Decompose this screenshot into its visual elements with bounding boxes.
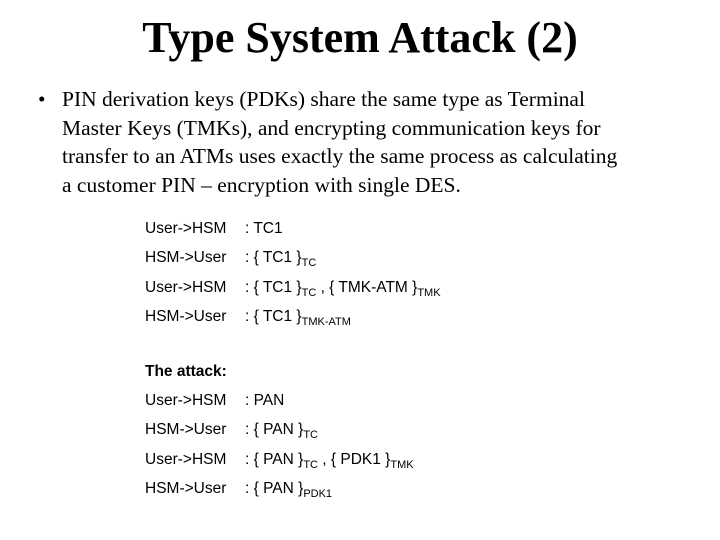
bullet-line: transfer to an ATMs uses exactly the sam… — [62, 144, 618, 169]
protocol-sender: HSM->User — [145, 249, 227, 267]
protocol-message: : { TC1 }TC — [245, 249, 317, 270]
slide-title: Type System Attack (2) — [142, 13, 578, 62]
key-subscript: TMK-ATM — [301, 316, 351, 329]
protocol-sender: HSM->User — [145, 421, 227, 439]
key-subscript: PDK1 — [303, 488, 333, 501]
attack-heading: The attack: — [145, 363, 227, 380]
bullet-marker: • — [38, 87, 46, 111]
protocol-row: HSM->User : { TC1 }TMK-ATM — [145, 307, 441, 336]
protocol-message: : { PAN }TC , { PDK1 }TMK — [245, 450, 414, 471]
protocol-row: HSM->User : { PAN }TC — [145, 420, 414, 449]
protocol-row: HSM->User : { TC1 }TC — [145, 248, 441, 277]
protocol-row: HSM->User : { PAN }PDK1 — [145, 479, 414, 508]
bullet-paragraph: PIN derivation keys (PDKs) share the sam… — [62, 85, 712, 199]
protocol-sender: User->HSM — [145, 392, 227, 409]
message-text: : { TC1 } — [245, 308, 302, 326]
key-subscript: TC — [303, 458, 318, 471]
message-text: : { PAN } — [245, 421, 304, 439]
bullet-line: Master Keys (TMKs), and encrypting commu… — [62, 115, 601, 140]
key-subscript: TC — [303, 429, 318, 442]
message-text: : { TC1 } — [245, 249, 302, 267]
protocol-sender: HSM->User — [145, 308, 227, 326]
protocol-sender: HSM->User — [145, 480, 227, 498]
protocol-row: User->HSM : { TC1 }TC , { TMK-ATM }TMK — [145, 278, 441, 307]
bullet-line: a customer PIN – encryption with single … — [62, 172, 461, 197]
protocol-row: User->HSM : { PAN }TC , { PDK1 }TMK — [145, 450, 414, 479]
protocol-message: : { TC1 }TC , { TMK-ATM }TMK — [245, 278, 441, 299]
message-text: , { TMK-ATM } — [316, 278, 418, 296]
message-text: : TC1 — [245, 220, 283, 237]
message-text: : { PAN } — [245, 480, 304, 498]
protocol-message: : { PAN }PDK1 — [245, 480, 333, 501]
protocol-row: User->HSM : TC1 — [145, 219, 441, 248]
key-subscript: TC — [301, 257, 317, 270]
message-text: , { PDK1 } — [317, 450, 391, 468]
bullet-line: PIN derivation keys (PDKs) share the sam… — [62, 87, 585, 111]
protocol-row: User->HSM : PAN — [145, 391, 414, 420]
message-text: : PAN — [245, 392, 285, 409]
protocol-sender: User->HSM — [145, 278, 227, 296]
protocol-message: : { TC1 }TMK-ATM — [245, 308, 351, 329]
key-subscript: TMK — [417, 286, 441, 299]
message-text: : { TC1 } — [245, 278, 302, 296]
protocol-message: : TC1 — [245, 220, 283, 237]
key-subscript: TMK — [390, 458, 414, 471]
protocol-sender: User->HSM — [145, 450, 227, 468]
protocol-message: : { PAN }TC — [245, 421, 318, 442]
message-text: : { PAN } — [245, 450, 304, 468]
key-subscript: TC — [301, 286, 317, 299]
protocol-sender: User->HSM — [145, 220, 227, 237]
protocol-message: : PAN — [245, 392, 284, 409]
